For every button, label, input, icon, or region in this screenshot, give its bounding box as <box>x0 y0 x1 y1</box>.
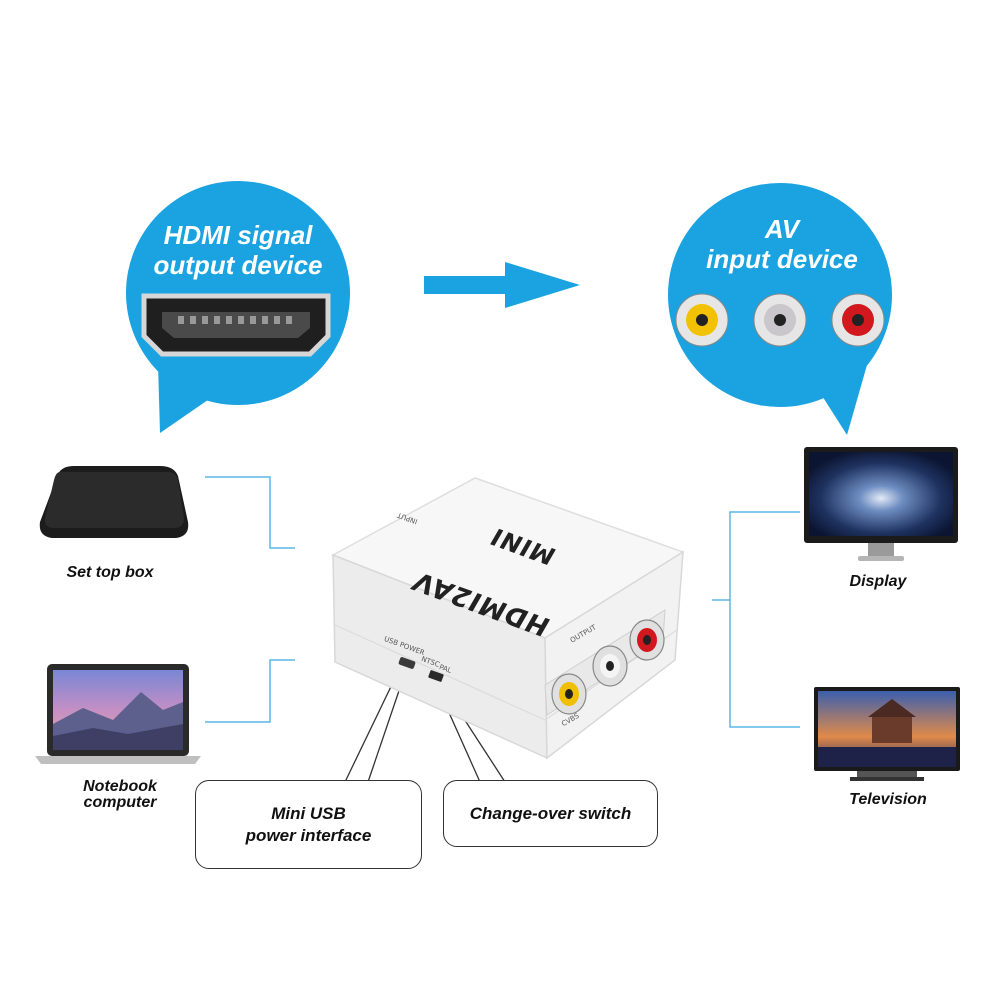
notebook-label: Notebook computer <box>83 778 157 811</box>
rca-jacks <box>675 293 885 347</box>
television-icon <box>814 687 960 781</box>
output-connector <box>729 511 800 728</box>
set-top-box-icon <box>39 466 189 538</box>
av-bubble-title: AV input device <box>706 214 858 274</box>
rca-red-jack-icon <box>831 293 885 347</box>
television-label: Television <box>849 791 927 808</box>
hdmi-bubble-title: HDMI signal output device <box>153 220 323 280</box>
switch-callout: Change-over switch <box>443 780 658 847</box>
mini-usb-port-icon <box>398 657 416 669</box>
ntsc-pal-switch-icon <box>428 670 444 682</box>
cvbs-jack-icon <box>551 673 587 715</box>
notebook-icon <box>35 664 201 764</box>
audio-right-jack-icon <box>629 619 665 661</box>
set-top-box-label: Set top box <box>66 564 154 581</box>
notebook-connector <box>205 659 295 723</box>
hdmi2av-converter: MINI HDMI2AV INPUT OUTPUT USB POWER NTSC… <box>325 470 695 760</box>
rca-yellow-jack-icon <box>675 293 729 347</box>
av-input-bubble: AV input device <box>662 180 912 440</box>
hdmi-output-bubble: HDMI signal output device <box>118 168 368 438</box>
display-icon <box>804 447 958 561</box>
usb-callout: Mini USB power interface <box>195 780 422 869</box>
audio-left-jack-icon <box>592 645 628 687</box>
display-label: Display <box>849 573 907 590</box>
hdmi-port-icon <box>141 293 331 357</box>
rca-white-jack-icon <box>753 293 807 347</box>
set-top-box-connector <box>205 476 295 549</box>
arrow-right-icon <box>424 262 580 308</box>
